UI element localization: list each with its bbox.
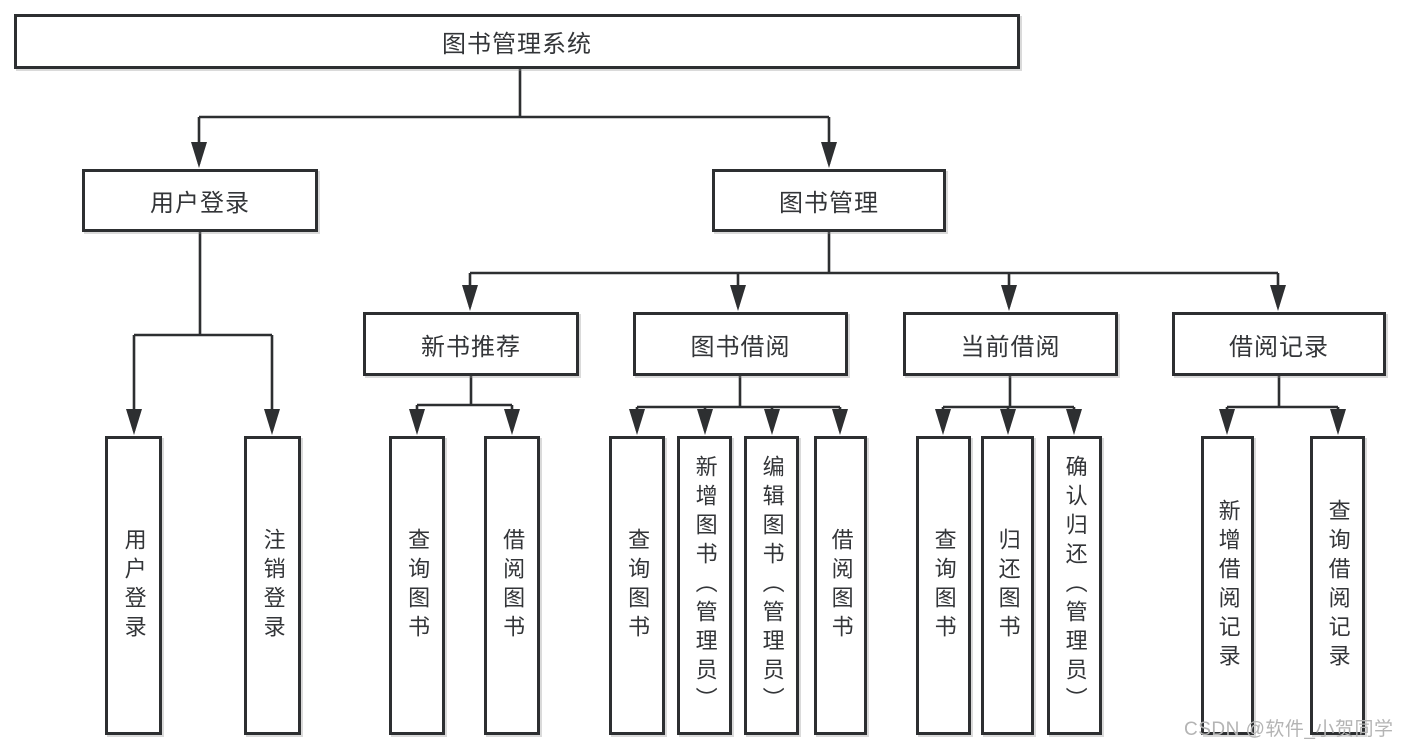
node-label: 查询图书 [625, 527, 651, 644]
leaf-query-books-current: 查询图书 [916, 436, 971, 735]
leaf-add-book-admin: 新增图书（管理员） [677, 436, 732, 735]
node-label: 当前借阅 [960, 333, 1061, 361]
node-label: 查询借阅记录 [1325, 498, 1351, 673]
node-label: 借阅图书 [500, 527, 526, 644]
leaf-add-borrow-record: 新增借阅记录 [1201, 436, 1254, 735]
node-label: 新书推荐 [421, 333, 521, 361]
node-label: 借阅图书 [828, 527, 854, 644]
leaf-query-books-recommend: 查询图书 [389, 436, 445, 735]
node-label: 用户登录 [121, 527, 147, 644]
leaf-user-login: 用户登录 [105, 436, 162, 735]
node-label: 图书借阅 [690, 333, 791, 361]
node-label: 归还图书 [995, 527, 1021, 644]
leaf-borrow-books-borrowing: 借阅图书 [814, 436, 867, 735]
node-user-login: 用户登录 [82, 169, 318, 232]
node-current-borrowing: 当前借阅 [903, 312, 1118, 376]
csdn-watermark: CSDN @软件_小贺同学 [1184, 719, 1394, 740]
leaf-return-books: 归还图书 [981, 436, 1034, 735]
node-label: 新增图书（管理员） [692, 455, 718, 716]
node-label: 图书管理 [779, 190, 879, 217]
leaf-query-books-borrowing: 查询图书 [609, 436, 665, 735]
leaf-confirm-return-admin: 确认归还（管理员） [1047, 436, 1102, 735]
node-label: 新增借阅记录 [1215, 498, 1241, 673]
node-book-borrowing: 图书借阅 [633, 312, 848, 376]
node-book-management: 图书管理 [712, 169, 946, 232]
leaf-borrow-books-recommend: 借阅图书 [484, 436, 540, 735]
leaf-edit-book-admin: 编辑图书（管理员） [744, 436, 799, 735]
tree-edges [132, 69, 1340, 431]
leaf-query-borrow-record: 查询借阅记录 [1310, 436, 1365, 735]
arrowheads [126, 142, 1346, 435]
node-label: 用户登录 [150, 190, 250, 217]
node-label: 编辑图书（管理员） [759, 455, 785, 716]
node-library-management-system: 图书管理系统 [14, 14, 1020, 69]
node-label: 图书管理系统 [442, 31, 592, 58]
node-label: 注销登录 [260, 527, 286, 644]
node-label: 借阅记录 [1229, 333, 1329, 361]
node-new-book-recommendation: 新书推荐 [363, 312, 579, 376]
node-label: 查询图书 [405, 527, 431, 644]
node-label: 确认归还（管理员） [1062, 455, 1088, 716]
node-label: 查询图书 [931, 527, 957, 644]
node-borrowing-records: 借阅记录 [1172, 312, 1386, 376]
leaf-logout: 注销登录 [244, 436, 301, 735]
